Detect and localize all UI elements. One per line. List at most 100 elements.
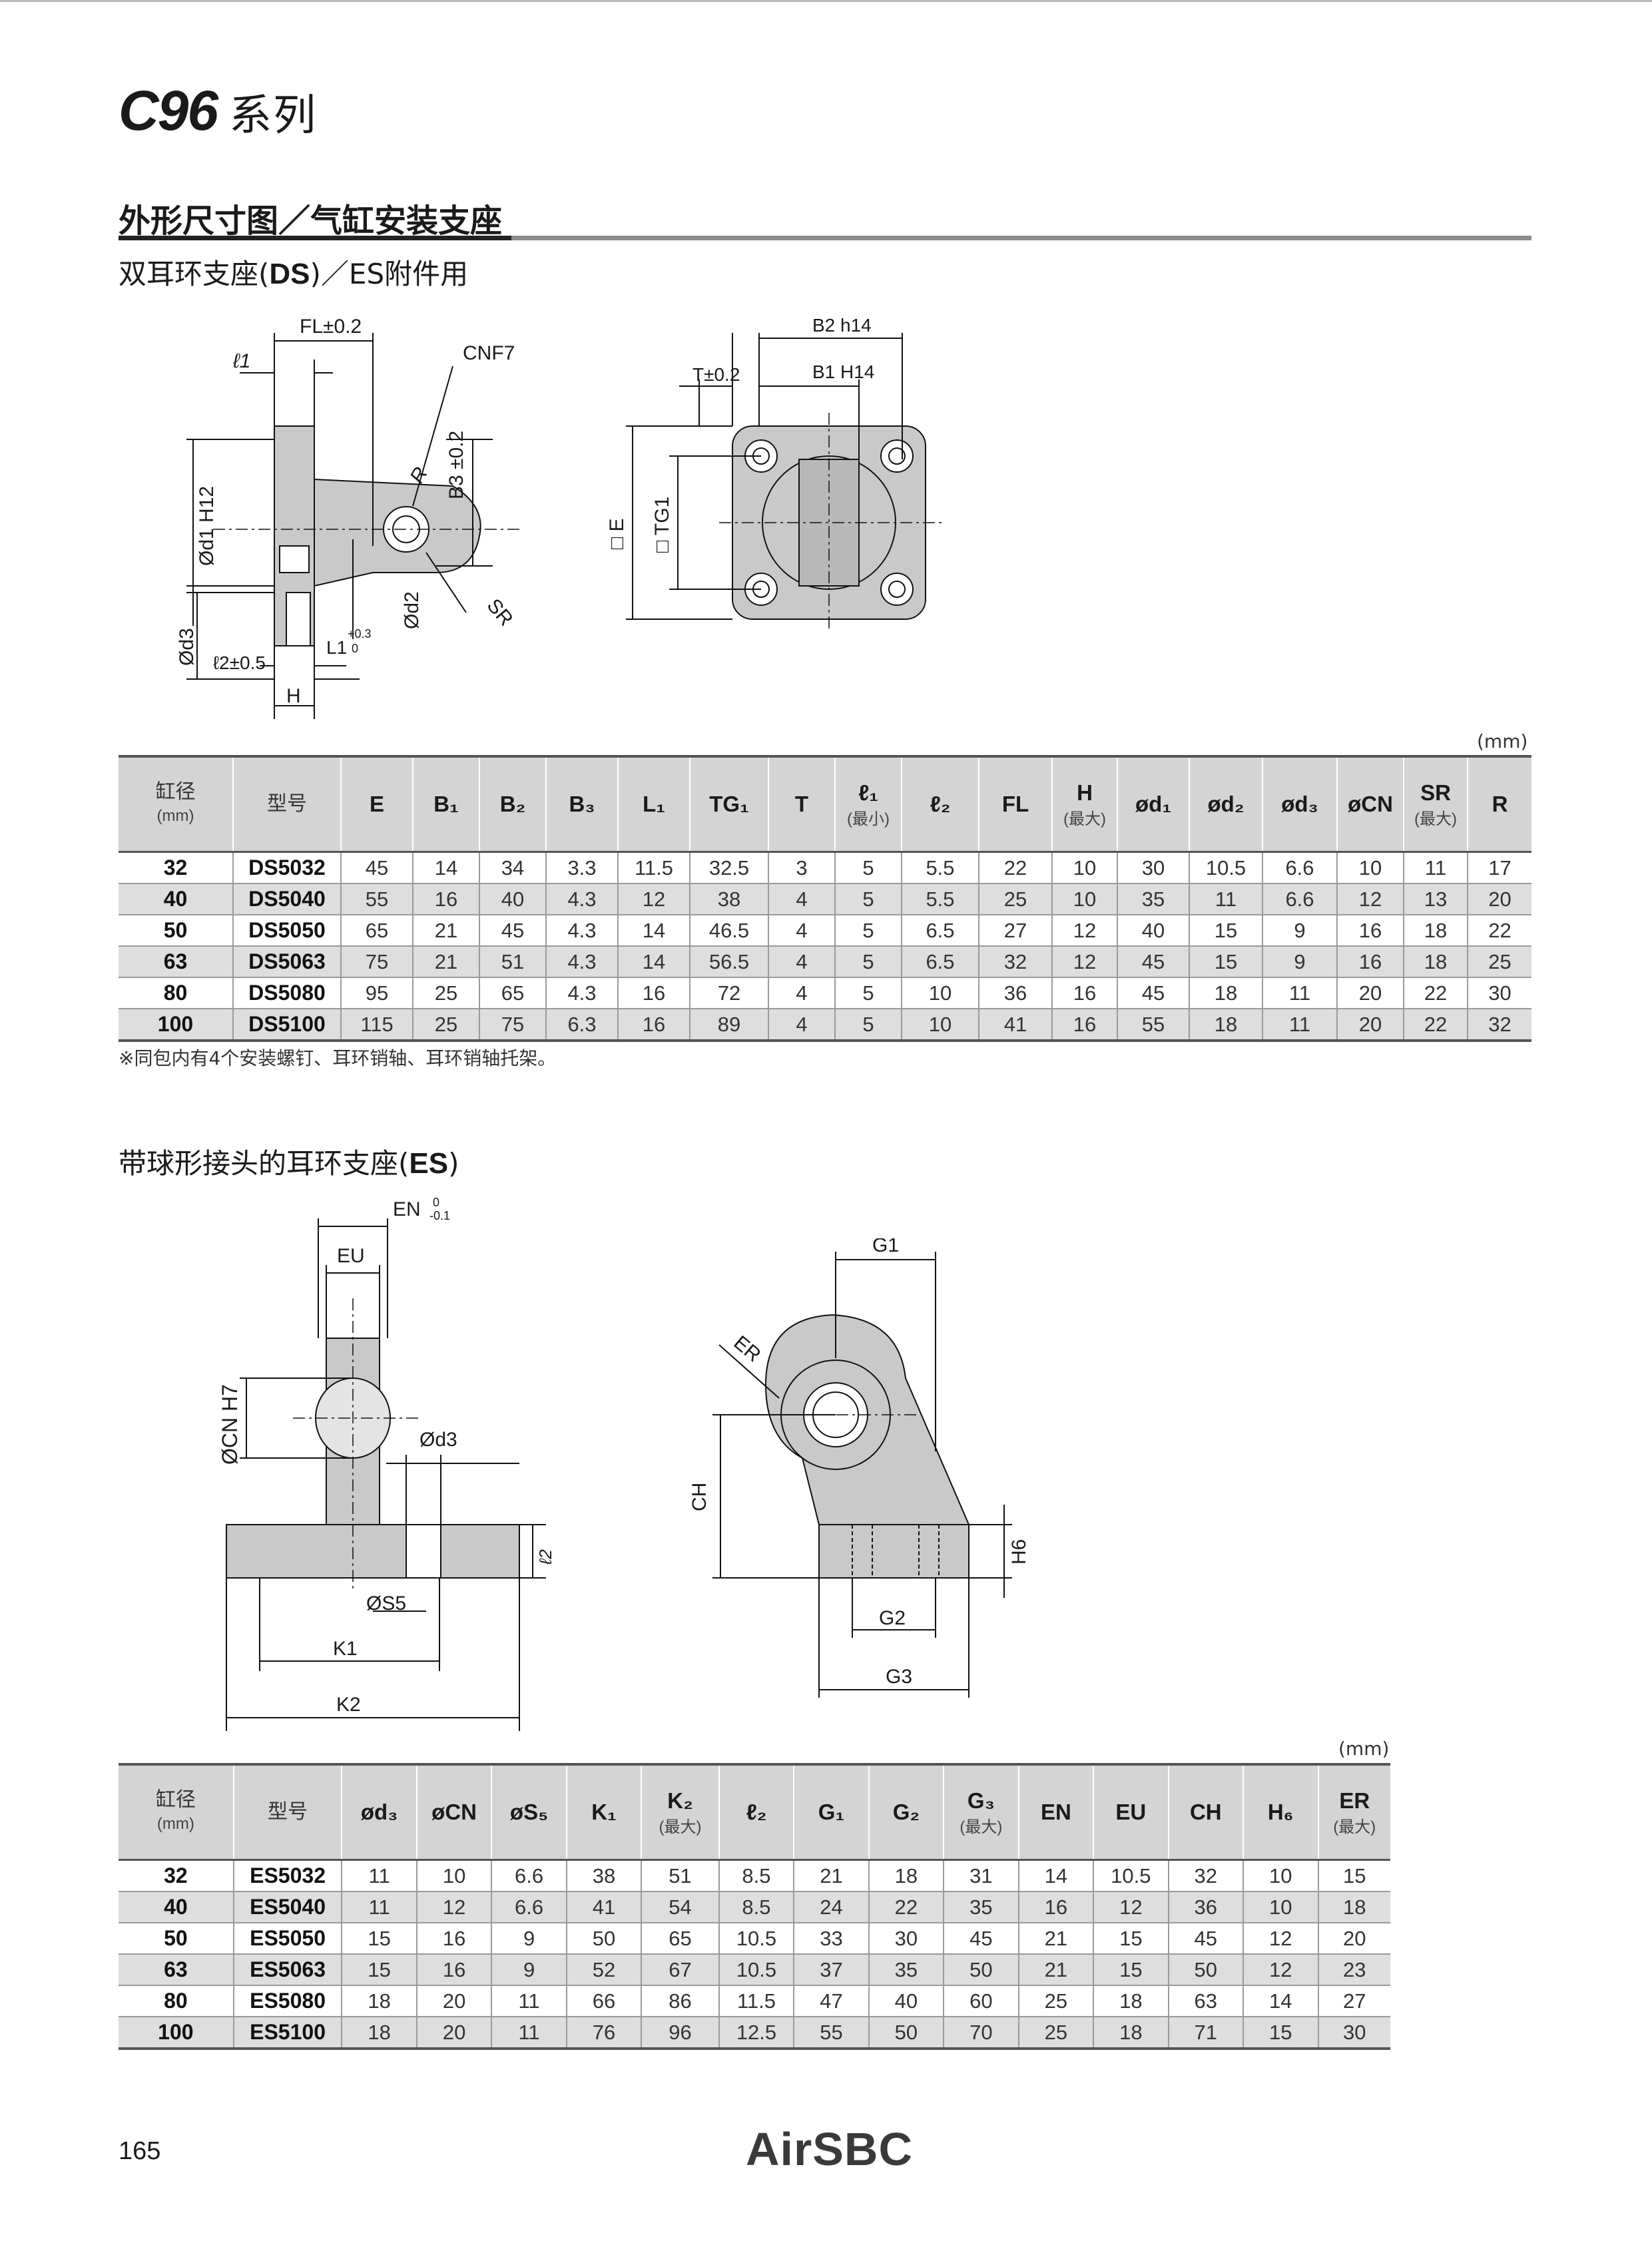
es-col-header: G₂ [868,1764,944,1861]
table-cell: 20 [415,1985,492,2017]
es-col-header: CH [1167,1764,1244,1861]
page-number: 165 [119,2137,161,2165]
table-cell: 50 [868,2017,944,2049]
table-cell: 5 [834,915,902,947]
table-cell: ES5050 [232,1923,342,1955]
ds-label-tg1: □ TG1 [651,497,673,553]
table-cell: 15 [341,1954,417,1986]
table-cell: 18 [341,1985,417,2017]
table-cell: 16 [617,977,690,1009]
ds-label-cnf7: CNF7 [463,342,515,364]
table-cell: 25 [1017,2017,1094,2049]
table-cell: 30 [1317,2017,1390,2049]
table-cell: 5 [834,883,902,915]
table-cell: 10.5 [718,1923,794,1955]
table-cell: 20 [1336,977,1404,1009]
table-cell: 63 [1167,1985,1244,2017]
table-cell: 45 [1117,977,1189,1009]
table-cell: 45 [340,852,413,884]
es-col-header-sub: (最大) [1333,1818,1376,1836]
ds-col-header-label: ℓ₂ [930,792,951,816]
series-suffix: 系列 [229,91,318,139]
table-cell: 15 [1317,1860,1390,1892]
table-cell: 6.5 [901,946,979,978]
ds-col-header-sub: (最大) [1414,810,1457,828]
ds-label-l1: ℓ1 [232,350,250,372]
series-code: C96 [119,79,218,142]
table-cell: 100 [119,1009,233,1041]
table-cell: 63 [119,1954,234,1986]
ds-label-h: H [286,685,301,707]
table-cell: 20 [1336,1009,1404,1041]
table-cell: 45 [1117,946,1189,978]
table-cell: 11 [491,1985,567,2017]
table-cell: 32.5 [689,852,768,884]
table-cell: 11.5 [718,1985,794,2017]
es-label-g2: G2 [879,1607,906,1629]
table-cell: 96 [641,2017,719,2049]
table-cell: 10 [1242,1891,1318,1923]
es-label-l2: ℓ2 [535,1549,555,1565]
table-cell: 18 [1317,1891,1390,1923]
ds-side-view-drawing: FL±0.2 ℓ1 CNF7 B3 ±0.2 R Ød1 H12 Ød2 SR … [176,316,519,719]
table-cell: 4 [768,946,835,978]
es-col-header-label: G₁ [818,1800,845,1824]
table-cell: 27 [1317,1985,1390,2017]
table-cell: 41 [978,1009,1052,1041]
ds-col-header: B₃ [545,756,618,853]
table-cell: 18 [1403,915,1468,947]
table-cell: 15 [1242,2017,1318,2049]
ds-label-d3: Ød3 [176,628,198,666]
table-cell: 8.5 [718,1860,794,1892]
table-cell: 18 [1189,977,1262,1009]
ds-label-fl: FL±0.2 [300,316,362,338]
table-cell: 80 [119,1985,234,2017]
ds-col-header: ød₁ [1117,756,1189,853]
table-cell: 4.3 [545,915,618,947]
table-cell: 10.5 [1189,852,1262,884]
section-title: 外形尺寸图／气缸安装支座 [119,202,503,240]
table-cell: 10 [1051,852,1117,884]
table-cell: 72 [689,977,768,1009]
table-cell: 21 [793,1860,869,1892]
ds-col-header-label: FL [1001,792,1029,816]
ds-label-l1b-tol-dn: 0 [352,642,358,655]
table-cell: 36 [978,977,1052,1009]
table-cell: 22 [1403,977,1468,1009]
table-cell: 14 [1242,1985,1318,2017]
table-cell: 12 [1051,915,1117,947]
table-cell: 10 [901,977,979,1009]
ds-col-header-label: ød₁ [1135,792,1171,816]
es-col-header: øCN [415,1764,492,1861]
ds-col-header-label: 缸径 [155,781,196,803]
table-cell: 11 [341,1891,417,1923]
table-cell: 16 [1017,1891,1094,1923]
table-cell: 71 [1167,2017,1244,2049]
table-cell: 40 [1117,915,1189,947]
table-cell: 45 [1167,1923,1244,1955]
es-col-header-label: EN [1040,1800,1071,1824]
table-cell: 17 [1467,852,1531,884]
table-cell: 32 [119,1860,234,1892]
table-cell: ES5100 [232,2017,342,2049]
table-cell: 40 [868,1985,944,2017]
ds-col-header: R [1467,756,1531,853]
table-cell: 63 [119,946,233,978]
table-cell: 66 [565,1985,642,2017]
table-cell: 16 [1051,977,1117,1009]
es-col-header-label: G₂ [892,1800,920,1824]
section-rule-accent [119,236,511,240]
table-cell: 10 [1242,1860,1318,1892]
table-cell: 6.5 [901,915,979,947]
es-subtitle: 带球形接头的耳环支座(ES) [119,1147,459,1180]
table-cell: 16 [1051,1009,1117,1041]
table-cell: 3 [768,852,835,884]
table-cell: 95 [340,977,413,1009]
